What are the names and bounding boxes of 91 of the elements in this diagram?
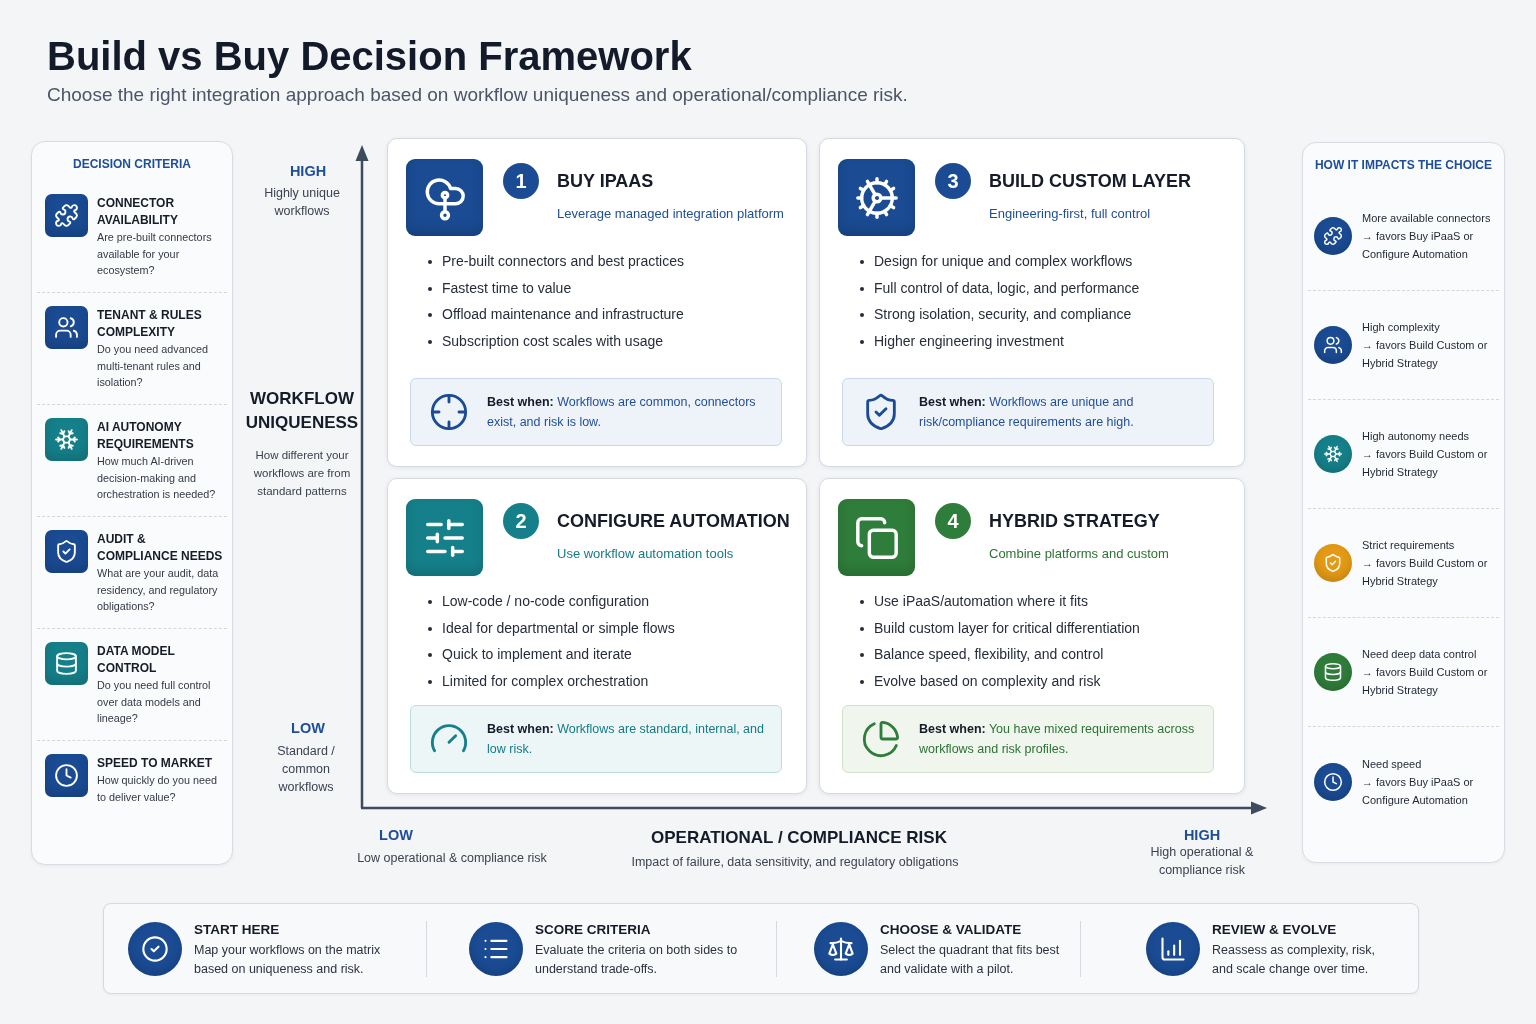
criterion-question: What are your audit, data residency, and regulatory obligations? xyxy=(97,566,220,614)
quadrant-subtitle: Leverage managed integration platform xyxy=(557,206,784,222)
side-panel xyxy=(1302,142,1505,863)
criterion-heading: AI AUTONOMY REQUIREMENTS xyxy=(97,419,195,453)
impact-condition: Need speed xyxy=(1362,756,1423,772)
criterion-heading: DATA MODEL CONTROL xyxy=(97,643,176,677)
quadrant-number: 4 xyxy=(935,503,971,539)
best-when-note: Best when: Workflows are standard, internal, and low risk. xyxy=(487,721,765,758)
axis-level-label: HIGH xyxy=(1182,826,1222,844)
quadrant-title: BUY IPAAS xyxy=(557,170,654,193)
axis-title: WORKFLOW UNIQUENESS xyxy=(244,388,360,434)
bullet-item: Fastest time to value xyxy=(428,274,788,302)
axis-note: Highly unique workflows xyxy=(263,185,341,220)
quadrant-number: 3 xyxy=(935,163,971,199)
best-when-panel xyxy=(410,378,782,446)
impact-condition: High autonomy needs xyxy=(1362,429,1470,444)
axis-title: OPERATIONAL / COMPLIANCE RISK xyxy=(650,827,948,849)
step-heading: CHOOSE & VALIDATE xyxy=(880,920,1023,939)
quadrant-card xyxy=(387,138,807,467)
bullet-item: Use iPaaS/automation where it fits xyxy=(860,588,1226,615)
impact-outcome: → favors Build Custom or Hybrid Strategy xyxy=(1362,556,1489,589)
bullet-item: Full control of data, logic, and performance xyxy=(860,274,1226,302)
quadrant-card xyxy=(819,478,1245,794)
impact-outcome: → favors Build Custom or Hybrid Strategy xyxy=(1362,665,1489,698)
bullet-item: Design for unique and complex workflows xyxy=(860,248,1226,275)
impact-condition: Need deep data control xyxy=(1362,647,1478,662)
bullet-item: Build custom layer for critical differentiation xyxy=(860,614,1226,642)
axis-note: Standard / common workflows xyxy=(276,743,336,796)
criterion-question: Are pre-built connectors available for your ecosystem? xyxy=(97,230,213,278)
criterion-question: How quickly do you need to deliver value? xyxy=(97,773,219,805)
impact-outcome: → favors Buy iPaaS or Configure Automation xyxy=(1362,229,1475,262)
bullet-item: Quick to implement and iterate xyxy=(428,641,788,669)
criterion-heading: AUDIT & COMPLIANCE NEEDS xyxy=(97,531,224,565)
step-description: Evaluate the criteria on both sides to understand trade-offs. xyxy=(535,941,739,978)
best-when-note: Best when: Workflows are unique and risk/compliance requirements are high. xyxy=(919,394,1135,431)
criterion-question: Do you need advanced multi-tenant rules and isolation? xyxy=(97,342,210,390)
bullet-item: Balance speed, flexibility, and control xyxy=(860,641,1226,669)
bullet-item: Higher engineering investment xyxy=(860,328,1226,355)
bullet-item: Ideal for departmental or simple flows xyxy=(428,614,788,642)
quadrant-title: BUILD CUSTOM LAYER xyxy=(989,170,1192,193)
best-when-note: Best when: You have mixed requirements across workflows and risk profiles. xyxy=(919,721,1196,758)
quadrant-number: 1 xyxy=(503,163,539,199)
bullet-item: Evolve based on complexity and risk xyxy=(860,668,1226,695)
quadrant-subtitle: Engineering-first, full control xyxy=(989,206,1152,222)
impact-outcome: → favors Buy iPaaS or Configure Automation xyxy=(1362,774,1475,808)
axis-level-label: LOW xyxy=(378,826,414,844)
criterion-heading: SPEED TO MARKET xyxy=(97,755,214,772)
impact-condition: Strict requirements xyxy=(1362,538,1456,553)
axis-level-label: HIGH xyxy=(288,162,328,180)
panel-heading: DECISION CRITERIA xyxy=(72,156,192,173)
impact-condition: More available connectors xyxy=(1362,211,1492,226)
quadrant-subtitle: Use workflow automation tools xyxy=(557,546,735,562)
best-when-panel xyxy=(410,705,782,773)
best-when-note: Best when: Workflows are common, connectors exist, and risk is low. xyxy=(487,394,757,431)
bullet-item: Low-code / no-code configuration xyxy=(428,588,788,615)
axis-level-label: LOW xyxy=(290,719,326,737)
criterion-question: How much AI-driven decision-making and orchestration is needed? xyxy=(97,454,217,502)
bullet-item: Pre-built connectors and best practices xyxy=(428,248,788,275)
step-heading: SCORE CRITERIA xyxy=(535,920,652,939)
side-panel xyxy=(31,141,233,865)
impact-outcome: → favors Build Custom or Hybrid Strategy xyxy=(1362,447,1489,480)
impact-outcome: → favors Build Custom or Hybrid Strategy xyxy=(1362,338,1489,371)
axis-note: Impact of failure, data sensitivity, and regulatory obligations xyxy=(630,854,960,871)
bullet-item: Strong isolation, security, and compliance xyxy=(860,301,1226,329)
quadrant-card xyxy=(387,478,807,794)
steps-bar xyxy=(103,903,1419,994)
bullet-item: Subscription cost scales with usage xyxy=(428,328,788,355)
best-when-panel xyxy=(842,705,1214,773)
quadrant-title: HYBRID STRATEGY xyxy=(989,510,1160,533)
step-heading: START HERE xyxy=(194,920,281,939)
subtitle: Choose the right integration approach based on workflow uniqueness and operational/compliance risk. xyxy=(47,83,909,107)
page-title: Build vs Buy Decision Framework xyxy=(47,33,692,79)
axis-note: Low operational & compliance risk xyxy=(356,850,548,867)
step-description: Reassess as complexity, risk, and scale change over time. xyxy=(1212,941,1376,978)
best-when-panel xyxy=(842,378,1214,446)
criterion-heading: TENANT & RULES COMPLEXITY xyxy=(97,307,203,341)
axis-note: High operational & compliance risk xyxy=(1149,844,1255,879)
bullet-item: Offload maintenance and infrastructure xyxy=(428,301,788,329)
axis-note: How different your workflows are from standard patterns xyxy=(252,448,352,499)
quadrant-number: 2 xyxy=(503,503,539,539)
quadrant-title: CONFIGURE AUTOMATION xyxy=(557,510,790,533)
step-heading: REVIEW & EVOLVE xyxy=(1212,920,1338,939)
step-description: Map your workflows on the matrix based on uniqueness and risk. xyxy=(194,941,382,978)
criterion-question: Do you need full control over data models and lineage? xyxy=(97,678,212,726)
quadrant-card xyxy=(819,138,1245,467)
quadrant-subtitle: Combine platforms and custom xyxy=(989,546,1169,562)
bullet-item: Limited for complex orchestration xyxy=(428,668,788,695)
step-description: Select the quadrant that fits best and validate with a pilot. xyxy=(880,941,1061,978)
panel-heading: HOW IT IMPACTS THE CHOICE xyxy=(1313,157,1494,174)
criterion-heading: CONNECTOR AVAILABILITY xyxy=(97,195,179,229)
impact-condition: High complexity xyxy=(1362,320,1441,335)
